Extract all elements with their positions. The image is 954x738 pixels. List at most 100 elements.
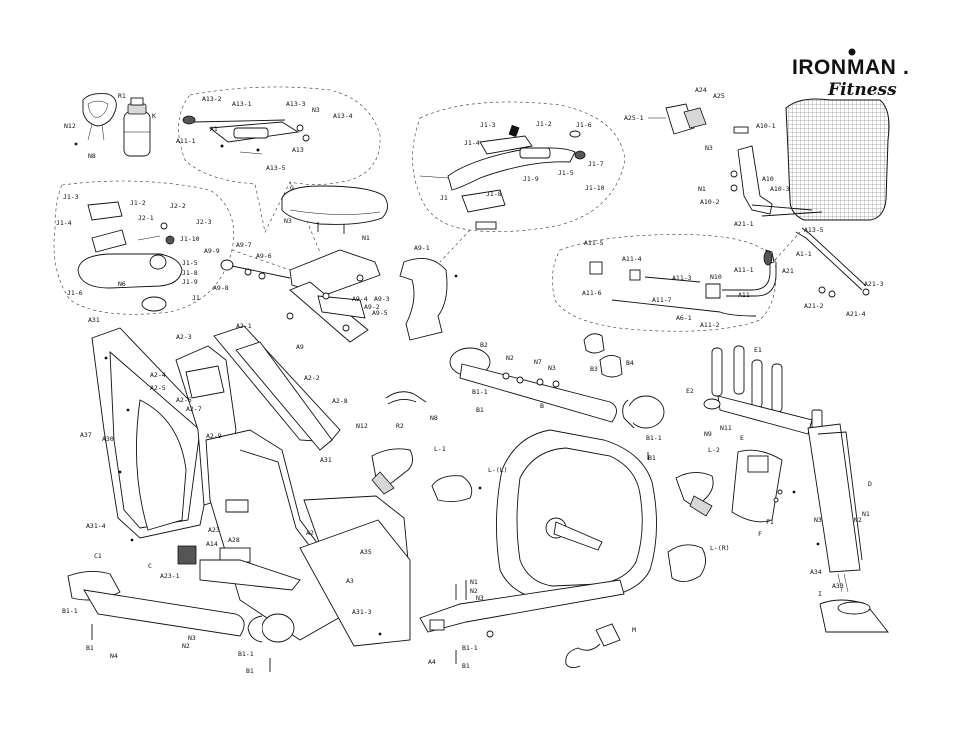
part-label: G [290, 184, 294, 192]
part-label: A10 [762, 175, 774, 183]
part-label: E [740, 434, 744, 442]
part-label: N12 [356, 422, 368, 430]
power-adapter [565, 623, 621, 669]
seat-bracket [220, 249, 381, 343]
part-label: F [758, 530, 762, 538]
brand-mark: . [903, 56, 909, 79]
part-label: A9-6 [256, 252, 272, 260]
part-label: J2-2 [170, 202, 186, 210]
front-stabilizer [67, 571, 295, 643]
part-label: A1 [210, 125, 218, 133]
part-label: A2-5 [150, 384, 166, 392]
part-label: B1 [462, 662, 470, 670]
handlebar-detail [419, 124, 586, 230]
part-label: A28 [228, 536, 240, 544]
part-label: J1-2 [130, 199, 146, 207]
part-label: N10 [710, 273, 722, 281]
part-label: A2-3 [176, 333, 192, 341]
part-label: J1-8 [182, 269, 198, 277]
part-label: L-(L) [488, 466, 508, 474]
seat [281, 185, 388, 234]
brand-name-iron: IRON [792, 56, 847, 79]
part-label: D [868, 480, 872, 488]
part-label: A11-1 [176, 137, 196, 145]
callout-line [439, 229, 471, 263]
part-label: N1 [698, 185, 706, 193]
part-label: J2-1 [138, 214, 154, 222]
part-label: J1-3 [480, 121, 496, 129]
part-label: B1-1 [472, 388, 488, 396]
part-label: A11 [738, 291, 750, 299]
part-label: A2-1 [236, 322, 252, 330]
part-label: A1-1 [796, 250, 812, 258]
seat-slide-assembly [182, 115, 310, 155]
part-label: A31 [88, 316, 100, 324]
part-label: A35 [360, 548, 372, 556]
part-label: A2-8 [332, 397, 348, 405]
part-label: C1 [94, 552, 102, 560]
part-label: J1-7 [588, 160, 604, 168]
part-label: C [148, 562, 152, 570]
part-label: A34 [810, 568, 822, 576]
part-label: J2-3 [196, 218, 212, 226]
part-label: A2 [306, 529, 314, 537]
part-label: A9 [296, 343, 304, 351]
part-label: B1 [86, 644, 94, 652]
part-label: J1-4 [56, 219, 72, 227]
part-label: A3 [346, 577, 354, 585]
wire-harness [385, 391, 427, 405]
detail-bubble-seat-slide [178, 86, 381, 233]
part-label: A31-4 [86, 522, 106, 530]
part-label: J1-5 [558, 169, 574, 177]
part-label: A11-2 [700, 321, 720, 329]
rear-stabilizer [449, 333, 665, 429]
main-frame [175, 325, 411, 647]
part-label: N3 [188, 634, 196, 642]
part-label: A11-4 [622, 255, 642, 263]
part-label: A13-2 [202, 95, 222, 103]
part-label: E1 [754, 346, 762, 354]
part-label: A9-8 [213, 284, 229, 292]
part-label: B1 [246, 667, 254, 675]
part-label: A11-1 [734, 266, 754, 274]
part-label: J1 [192, 294, 200, 302]
part-label: A9-4 [352, 295, 368, 303]
part-label: A9-9 [204, 247, 220, 255]
part-label: A9-1 [414, 244, 430, 252]
part-label: B1-1 [462, 644, 478, 652]
part-label: A30 [102, 435, 114, 443]
part-label: N1 [362, 234, 370, 242]
part-label: A10-1 [756, 122, 776, 130]
part-label: A9-7 [236, 241, 252, 249]
part-label: A13-4 [333, 112, 353, 120]
part-label: A31 [320, 456, 332, 464]
detail-bubble-back-frame [552, 234, 777, 332]
part-label: N4 [110, 652, 118, 660]
part-label: N2 [470, 587, 478, 595]
part-label: N12 [64, 122, 76, 130]
part-label: N7 [534, 358, 542, 366]
part-label: A13-5 [266, 164, 286, 172]
part-label: N2 [182, 642, 190, 650]
part-label: K [152, 112, 156, 120]
part-labels: R1 K N12 N8 A13-2 A13-1 A13-3 N3 A13-4 A… [56, 86, 884, 675]
back-support-group [648, 98, 890, 298]
left-frame-panel [91, 327, 219, 539]
brand-dot-icon [848, 48, 856, 56]
part-label: I [818, 590, 822, 598]
part-label: E2 [686, 387, 694, 395]
part-label: A13-3 [286, 100, 306, 108]
part-label: J1-4 [464, 139, 480, 147]
part-label: N9 [704, 430, 712, 438]
brand-name-man: MAN [847, 56, 896, 79]
part-label: J1-10 [585, 184, 605, 192]
part-label: A23-1 [160, 572, 180, 580]
part-label: A9-5 [372, 309, 388, 317]
part-label: A11-3 [672, 274, 692, 282]
part-label: R2 [396, 422, 404, 430]
part-label: J1 [440, 194, 448, 202]
part-label: N3 [548, 364, 556, 372]
part-label: J1-6 [67, 289, 83, 297]
part-label: A23 [208, 526, 220, 534]
